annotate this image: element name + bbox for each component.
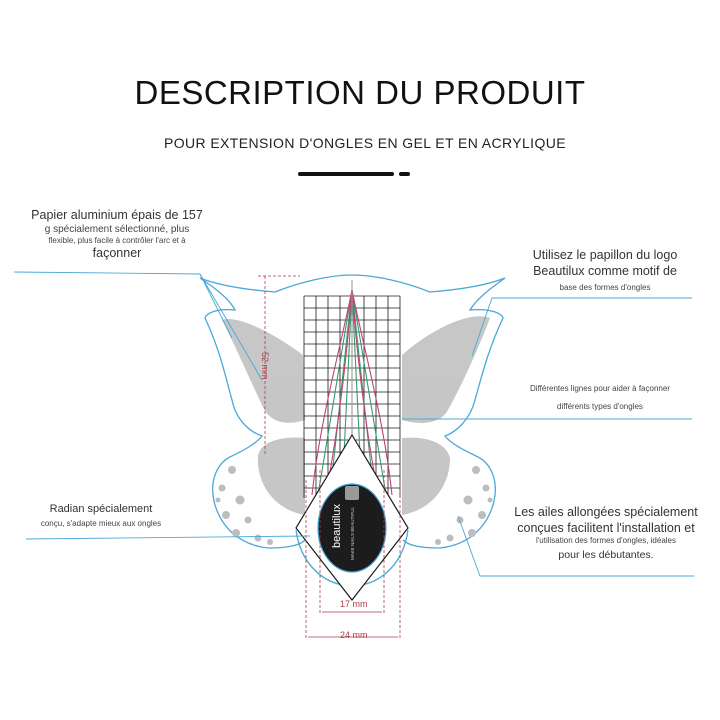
callout-lines-line1: Différentes lignes pour aider à façonner	[530, 384, 670, 393]
logo-icon-square	[345, 486, 359, 500]
page-subtitle: POUR EXTENSION D'ONGLES EN GEL ET EN ACR…	[163, 135, 567, 151]
brand-name: beautilux	[331, 503, 343, 548]
callout-lines-line2: différents types d'ongles	[557, 402, 643, 411]
callout-paper-line2: g spécialement sélectionné, plus	[44, 223, 190, 235]
callout-radian-line1: Radian spécialement	[49, 503, 153, 515]
page-title: DESCRIPTION DU PRODUIT	[134, 74, 586, 111]
callout-paper: Papier aluminium épais de 157 g spéciale…	[12, 208, 222, 262]
lower-right-wing	[402, 437, 450, 515]
brand-tagline: MAKE NAILS BEAUTIFUL	[350, 506, 355, 560]
title-divider-dot	[399, 172, 410, 176]
title-divider	[298, 172, 394, 176]
callout-paper-line1: Papier aluminium épais de 157	[31, 208, 203, 222]
dimension-height: 52 mm	[260, 352, 270, 380]
callout-paper-line3: flexible, plus facile à contrôler l'arc …	[48, 236, 186, 246]
callout-logo-line1: Utilisez le papillon du logo	[532, 248, 678, 262]
callout-lines: Différentes lignes pour aider à façonner…	[500, 384, 700, 412]
upper-left-wing	[222, 319, 305, 423]
callout-logo-line2: Beautilux comme motif de	[533, 263, 677, 278]
brand-logo: beautilux MAKE NAILS BEAUTIFUL	[317, 483, 387, 573]
callout-lines	[13, 271, 694, 577]
callout-wings-line4: pour les débutantes.	[558, 549, 654, 562]
callout-radian-line2: conçu, s'adapte mieux aux ongles	[40, 518, 162, 528]
lower-left-wing	[257, 437, 305, 515]
butterfly-wings	[222, 316, 490, 515]
dimension-inner-width: 17 mm	[340, 599, 368, 609]
callout-wings-line3: l'utilisation des formes d'ongles, idéal…	[535, 536, 677, 546]
callout-wings: Les ailes allongées spécialement conçues…	[506, 505, 706, 562]
callout-radian: Radian spécialement conçu, s'adapte mieu…	[26, 503, 176, 529]
dimension-outer-width: 24 mm	[340, 630, 368, 640]
callout-wings-line1: Les ailes allongées spécialement	[514, 505, 698, 519]
callout-logo-line3: base des formes d'ongles	[559, 283, 651, 293]
callout-logo: Utilisez le papillon du logo Beautilux c…	[500, 248, 710, 293]
flower-decoration-right	[435, 466, 493, 545]
callout-paper-line4: façonner	[92, 246, 142, 261]
callout-wings-line2: conçues facilitent l'installation et	[517, 520, 695, 535]
upper-right-wing	[402, 316, 490, 423]
dimension-lines	[258, 275, 401, 640]
